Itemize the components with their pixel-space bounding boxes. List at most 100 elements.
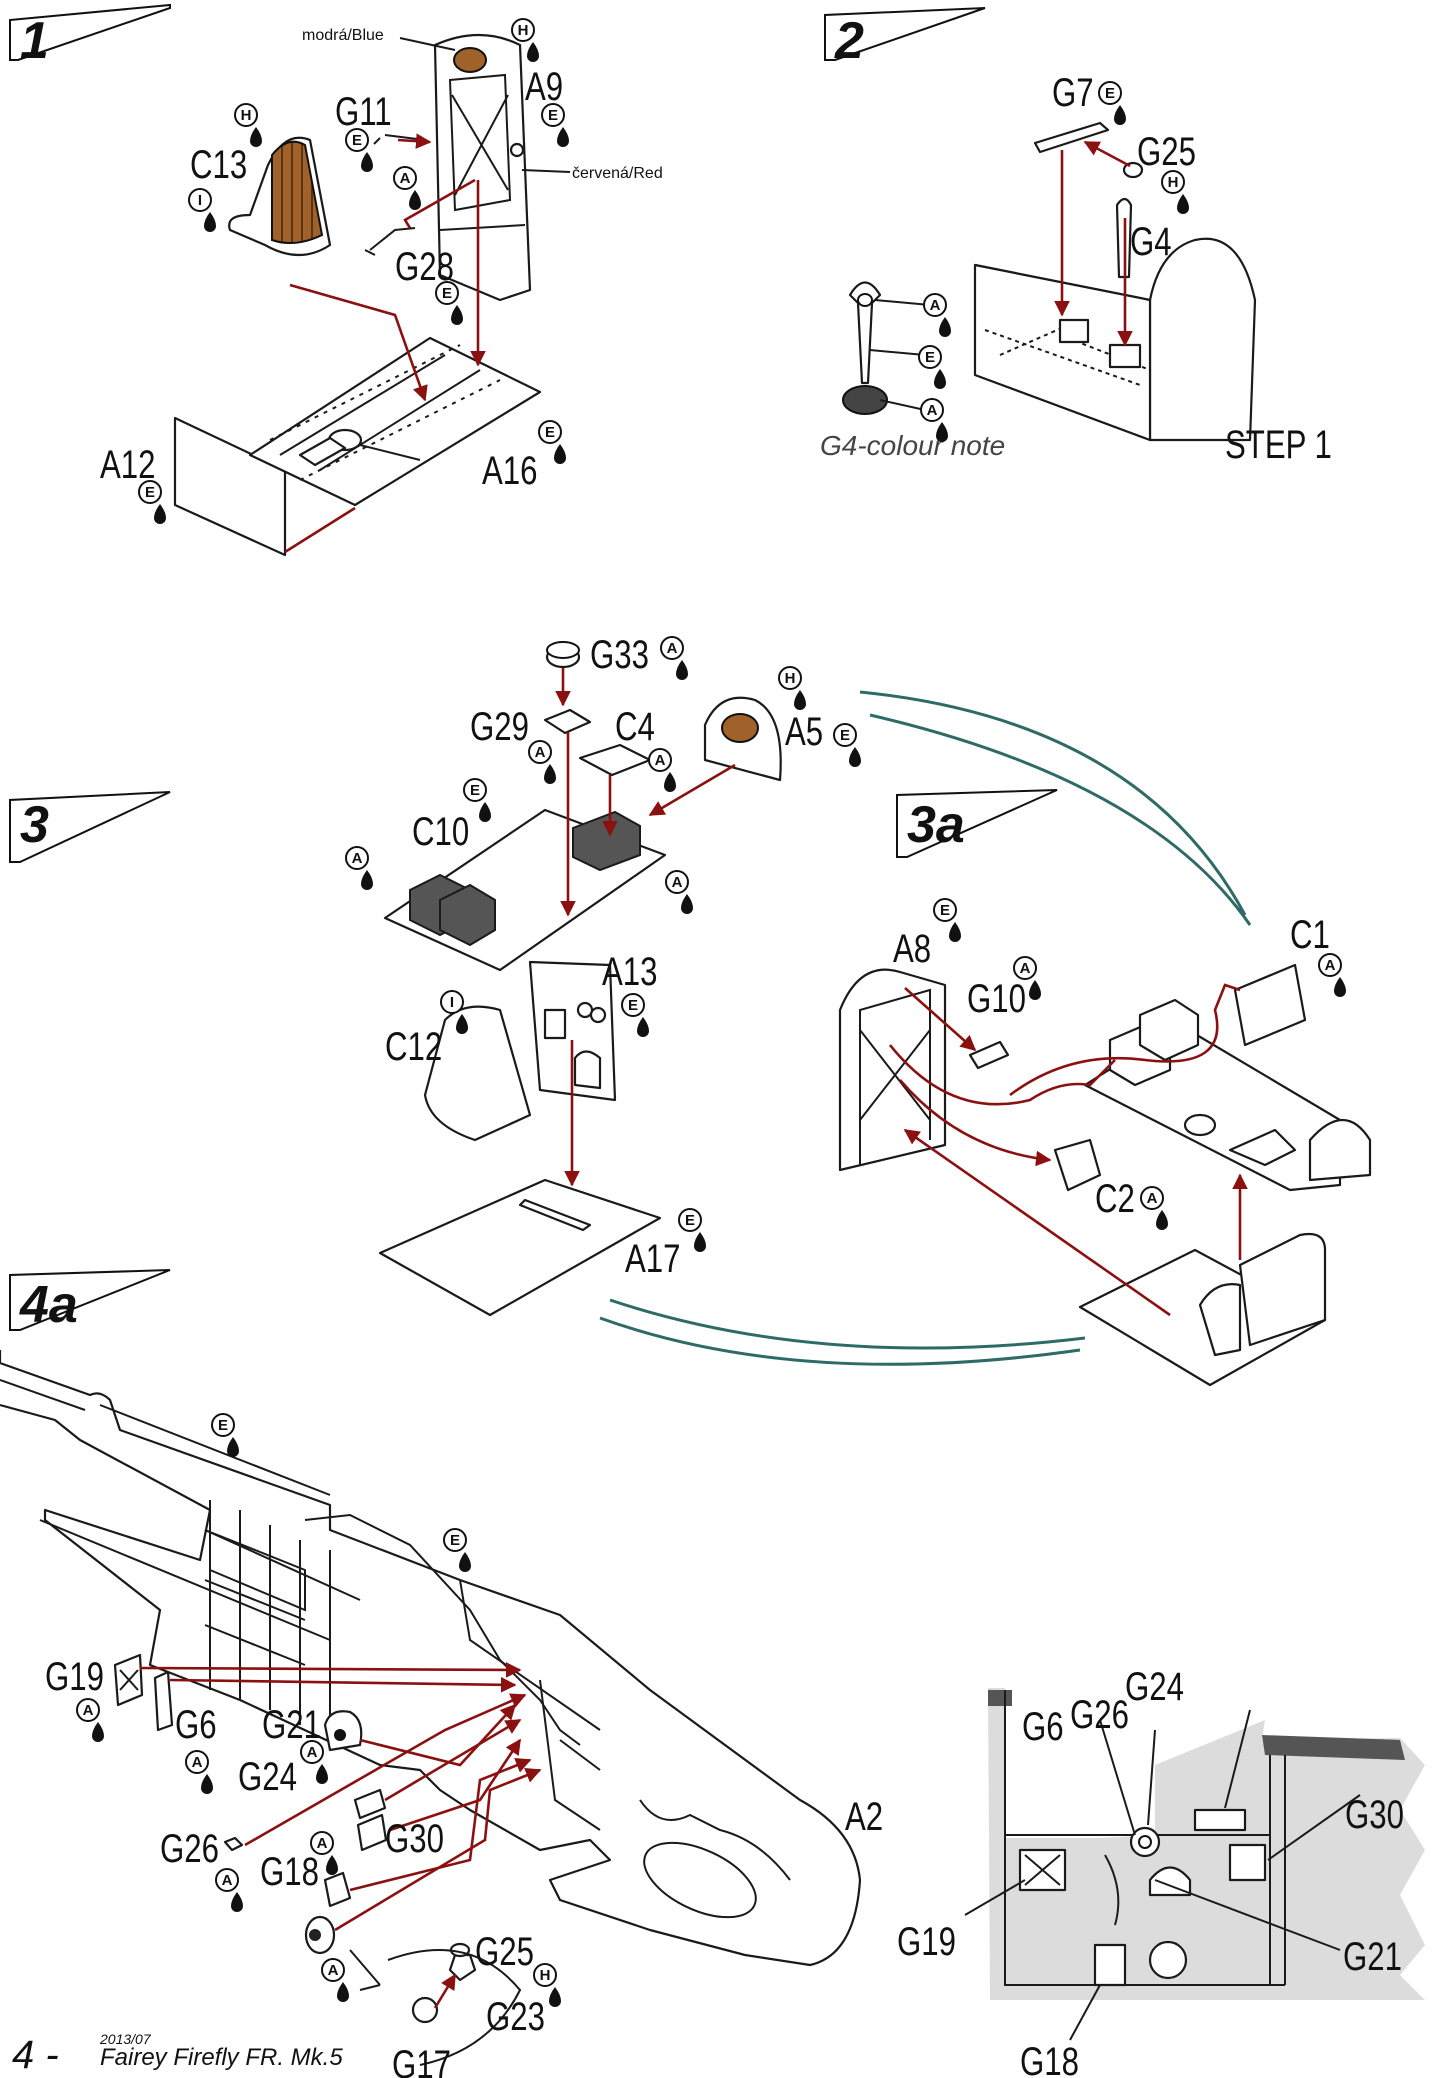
- label-a2: A2: [845, 1794, 883, 1839]
- detail-label-g30: G30: [1345, 1792, 1404, 1837]
- detail-label-g19: G19: [897, 1919, 956, 1964]
- color-code-icons-step3: A H E A A E A A E I E: [345, 636, 862, 1253]
- footer-title: Fairey Firefly FR. Mk.5: [100, 2044, 343, 2071]
- svg-text:A: A: [1020, 960, 1031, 977]
- svg-text:A: A: [1325, 957, 1336, 974]
- svg-text:E: E: [470, 782, 480, 799]
- color-code-icons-step2: E H A E A: [918, 81, 1190, 443]
- svg-text:H: H: [540, 1967, 551, 1984]
- svg-text:E: E: [840, 727, 850, 744]
- svg-text:H: H: [241, 107, 252, 124]
- label-g33: G33: [590, 632, 649, 677]
- step-3a-tag: 3a: [896, 789, 1058, 858]
- step-4a-diagram: [0, 1350, 862, 2066]
- label-g19: G19: [45, 1654, 104, 1699]
- label-step1-ref: STEP 1: [1225, 422, 1332, 467]
- label-a17: A17: [625, 1236, 681, 1281]
- label-a5: A5: [785, 709, 823, 754]
- detail-label-g26: G26: [1070, 1692, 1129, 1737]
- label-g30: G30: [385, 1816, 444, 1861]
- part-c2-shape: [1053, 1138, 1102, 1192]
- step-3-diagram: [378, 641, 1252, 1366]
- svg-text:A: A: [535, 744, 546, 761]
- step-3a-diagram: [838, 963, 1372, 1387]
- label-a9: A9: [525, 64, 563, 109]
- page-footer: 4 - 2013/07 Fairey Firefly FR. Mk.5: [12, 2031, 343, 2077]
- page-number: 4 -: [12, 2033, 59, 2077]
- label-g24: G24: [238, 1754, 297, 1799]
- label-g4: G4: [1130, 219, 1172, 264]
- detail-label-g6: G6: [1022, 1704, 1064, 1749]
- svg-text:E: E: [1105, 85, 1115, 102]
- svg-text:A: A: [930, 297, 941, 314]
- svg-text:E: E: [218, 1417, 228, 1434]
- step-3a-number: 3a: [907, 796, 965, 854]
- label-c2: C2: [1095, 1176, 1135, 1221]
- note-blue: modrá/Blue: [302, 27, 384, 44]
- color-code-icons-step1: H I E A H E E E E: [138, 18, 570, 525]
- svg-text:I: I: [198, 192, 202, 209]
- label-g23: G23: [486, 1994, 545, 2039]
- svg-text:A: A: [672, 874, 683, 891]
- svg-text:E: E: [685, 1212, 695, 1229]
- svg-text:A: A: [655, 752, 666, 769]
- label-c4: C4: [615, 704, 655, 749]
- label-g25: G25: [1137, 129, 1196, 174]
- svg-text:H: H: [518, 22, 529, 39]
- label-c13: C13: [190, 142, 247, 187]
- part-a2-shape: [0, 1350, 862, 1967]
- svg-text:A: A: [83, 1702, 94, 1719]
- svg-text:A: A: [1147, 1190, 1158, 1207]
- svg-text:E: E: [940, 902, 950, 919]
- svg-text:E: E: [548, 107, 558, 124]
- part-g7-shape: [1033, 121, 1110, 154]
- label-g26: G26: [160, 1826, 219, 1871]
- svg-text:A: A: [307, 1744, 318, 1761]
- step-2-number: 2: [834, 12, 864, 70]
- detail-view: [964, 1688, 1425, 2041]
- label-g7: G7: [1052, 70, 1094, 115]
- label-g10: G10: [967, 976, 1026, 1021]
- label-a8: A8: [893, 926, 931, 971]
- color-code-icons-step4a: E E A A A A A A H: [76, 1413, 562, 2008]
- svg-text:E: E: [628, 997, 638, 1014]
- svg-text:E: E: [925, 349, 935, 366]
- step-2-diagram: [842, 121, 1257, 442]
- step-3-number: 3: [20, 796, 49, 854]
- svg-text:E: E: [442, 285, 452, 302]
- part-a12-shape: [173, 416, 287, 557]
- step-4a-tag: 4a: [9, 1269, 171, 1334]
- label-a12: A12: [100, 442, 156, 487]
- svg-text:H: H: [1168, 174, 1179, 191]
- label-g6: G6: [175, 1702, 217, 1747]
- svg-text:A: A: [927, 402, 938, 419]
- label-c1: C1: [1290, 912, 1330, 957]
- svg-text:I: I: [450, 994, 454, 1011]
- step-3-tag: 3: [9, 791, 171, 863]
- detail-label-g18: G18: [1020, 2039, 1079, 2078]
- part-a16-shape: [248, 336, 542, 507]
- label-g29: G29: [470, 704, 529, 749]
- label-c10: C10: [412, 809, 469, 854]
- svg-text:A: A: [667, 640, 678, 657]
- svg-text:A: A: [317, 1835, 328, 1852]
- footer-date: 2013/07: [99, 2031, 152, 2047]
- label-a13: A13: [602, 949, 658, 994]
- part-a17-shape: [378, 1178, 662, 1317]
- svg-text:E: E: [450, 1532, 460, 1549]
- label-g17: G17: [392, 2042, 451, 2078]
- step-1-diagram: [173, 33, 542, 557]
- label-g18: G18: [260, 1849, 319, 1894]
- svg-text:H: H: [785, 670, 796, 687]
- part-a8-shape: [838, 968, 947, 1172]
- svg-text:E: E: [545, 424, 555, 441]
- part-c1-shape: [1233, 963, 1307, 1047]
- detail-label-g21: G21: [1343, 1934, 1402, 1979]
- detail-background: [988, 1688, 1425, 2000]
- svg-text:E: E: [352, 132, 362, 149]
- step-1-number: 1: [20, 12, 49, 70]
- part-c12-shape: [423, 1005, 532, 1142]
- label-a16: A16: [482, 448, 538, 493]
- svg-text:E: E: [145, 484, 155, 501]
- color-code-icons-step3a: E A A A: [933, 898, 1347, 1231]
